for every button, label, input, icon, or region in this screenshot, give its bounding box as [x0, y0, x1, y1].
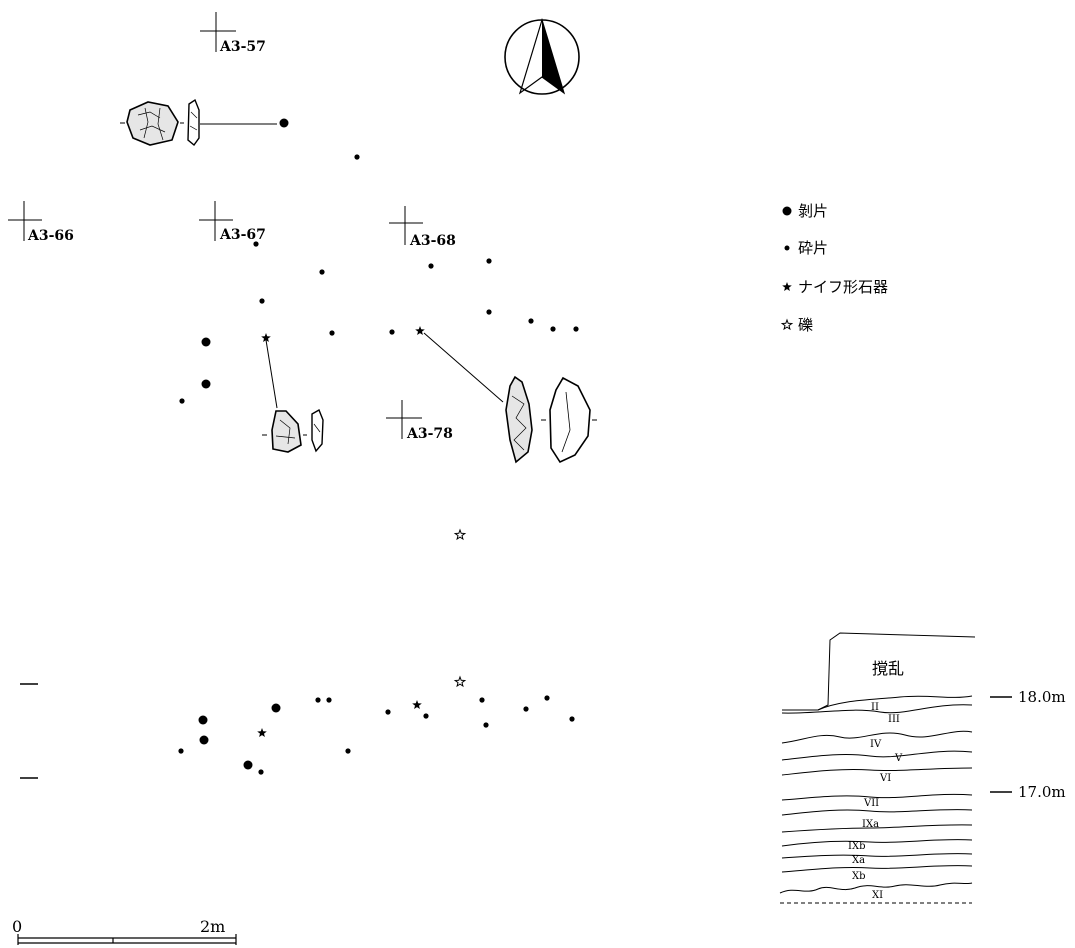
grid-label-a3-66: A3-66 [27, 228, 74, 244]
section-knife-tool-point [257, 728, 267, 737]
section-chip-point [178, 748, 184, 754]
section-chip-point [523, 706, 529, 712]
layer-label-vi: VI [879, 773, 891, 784]
flake-point [279, 118, 289, 128]
knife-tool-drawing-large [423, 332, 597, 464]
grid-cross-a3-66: A3-66 [8, 201, 74, 244]
chip-point [389, 329, 395, 335]
layer-label-ii: II [871, 702, 879, 713]
chip-point [428, 263, 434, 269]
gravel-point [453, 528, 467, 541]
legend: 剝片 砕片 ナイフ形石器 礫 [780, 202, 888, 334]
grid-cross-a3-78: A3-78 [386, 400, 453, 442]
knife-tool-point [415, 326, 425, 335]
section-chip-point [483, 722, 489, 728]
layer-label-xb: Xb [852, 871, 866, 882]
grid-label-a3-57: A3-57 [219, 39, 266, 55]
grid-label-a3-78: A3-78 [406, 426, 453, 442]
section-flake-point [243, 760, 253, 770]
section-chip-point [544, 695, 550, 701]
flake-drawing [120, 98, 277, 147]
flake-point [201, 337, 211, 347]
layer-label-iv: IV [870, 739, 882, 750]
grid-cross-a3-68: A3-68 [389, 206, 456, 249]
chip-point [329, 330, 335, 336]
legend-label-flake: 剝片 [798, 202, 828, 220]
layer-label-xa: Xa [852, 855, 865, 866]
section-chip-point [326, 697, 332, 703]
section-gravel-point [453, 675, 467, 688]
layer-label-xi: XI [872, 890, 883, 901]
scale-bar-start-label: 0 [12, 917, 22, 936]
chip-point [486, 309, 492, 315]
legend-open-star-icon [780, 318, 794, 331]
elevation-label-18m: 18.0m [1018, 688, 1066, 706]
north-arrow-icon [504, 17, 580, 95]
layer-label-ixb: IXb [848, 841, 865, 852]
grid-cross-a3-67: A3-67 [199, 201, 266, 243]
legend-filled-star-icon [782, 282, 792, 291]
chip-point [550, 326, 556, 332]
section-chip-point [569, 716, 575, 722]
section-flake-point [198, 715, 208, 725]
legend-large-dot-icon [782, 206, 792, 216]
section-chip-point [315, 697, 321, 703]
layer-label-iii: III [888, 714, 900, 725]
flake-point [201, 379, 211, 389]
section-artifact-points [178, 675, 575, 775]
legend-small-dot-icon [784, 245, 790, 251]
chip-point [528, 318, 534, 324]
layer-label-vii: VII [863, 798, 879, 809]
chip-point [259, 298, 265, 304]
knife-tool-point [261, 333, 271, 342]
knife-tool-drawing-small [262, 339, 324, 453]
chip-point [319, 269, 325, 275]
chip-point [573, 326, 579, 332]
plan-artifact-points [179, 118, 579, 541]
legend-label-chip: 砕片 [798, 239, 828, 257]
layer-label-ixa: IXa [862, 819, 879, 830]
elevation-label-17m: 17.0m [1018, 783, 1066, 801]
section-chip-point [423, 713, 429, 719]
grid-label-a3-68: A3-68 [409, 233, 456, 249]
section-knife-tool-point [412, 700, 422, 709]
layer-label-v: V [894, 753, 903, 764]
legend-label-knife: ナイフ形石器 [798, 278, 888, 296]
grid-label-a3-67: A3-67 [219, 227, 266, 243]
stratigraphic-section [779, 632, 1012, 904]
section-chip-point [479, 697, 485, 703]
section-chip-point [385, 709, 391, 715]
scale-bar-end-label: 2m [200, 917, 225, 936]
chip-point [253, 241, 259, 247]
chip-point [354, 154, 360, 160]
legend-label-gravel: 礫 [798, 316, 813, 334]
section-chip-point [258, 769, 264, 775]
section-chip-point [345, 748, 351, 754]
scale-bar: 0 2m [12, 917, 237, 945]
grid-cross-a3-57: A3-57 [200, 12, 266, 55]
section-flake-point [199, 735, 209, 745]
chip-point [486, 258, 492, 264]
section-disturbance-label: 撹乱 [872, 659, 904, 678]
section-flake-point [271, 703, 281, 713]
chip-point [179, 398, 185, 404]
